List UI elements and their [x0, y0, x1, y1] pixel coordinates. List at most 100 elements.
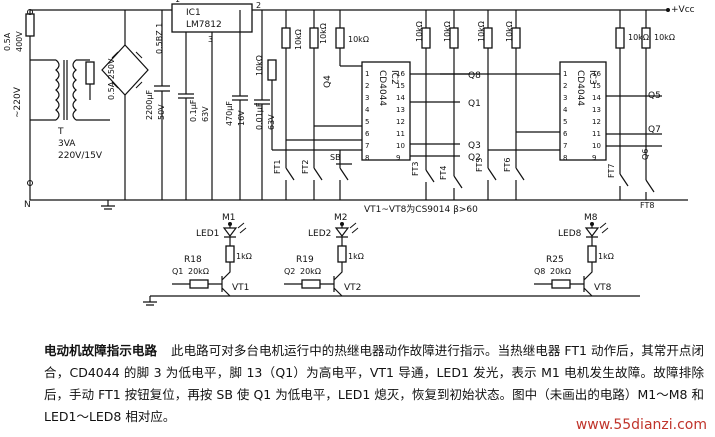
ic3-pins-right-pin: 13 [592, 106, 601, 114]
base-resistor-value: 20kΩ [188, 267, 209, 276]
ic2-pins-right-pin: 14 [396, 94, 405, 102]
transistor-symbol [583, 262, 593, 297]
motor-label: M2 [334, 213, 348, 223]
cap-1-value: 2200μF [145, 90, 154, 120]
ic3-pins-left-pin: 2 [563, 82, 567, 90]
switch-ft2 [313, 126, 323, 200]
fuse-2 [85, 61, 95, 85]
base-resistor-value: 20kΩ [300, 267, 321, 276]
motor-label: M1 [222, 213, 236, 223]
ic2-pins-right-pin: 10 [396, 142, 405, 150]
fuse-1-voltage: 400V [15, 31, 24, 52]
transistor-symbol [221, 262, 231, 297]
transformer-ref: T [57, 127, 64, 137]
fuse-1 [25, 13, 35, 37]
ic3-pins-right-pin: 10 [592, 142, 601, 150]
pullup-r5-value: 10kΩ [415, 21, 424, 42]
regulator-ref: IC1 [186, 8, 201, 18]
pullup-r4-value: 10kΩ [255, 55, 264, 76]
input-label: Q2 [284, 267, 295, 276]
switch-sb [336, 150, 352, 200]
transistor-label: VT1 [232, 283, 249, 293]
pullup-r9 [615, 27, 625, 49]
pullup-r6-value: 10kΩ [443, 21, 452, 42]
ft8-label: FT8 [640, 201, 654, 210]
q6-label: Q6 [641, 149, 650, 160]
regulator-ic1 [171, 3, 253, 33]
pullup-r1-value: 10kΩ [294, 29, 303, 50]
transformer-secondary [72, 59, 77, 121]
transistor-label: VT8 [594, 283, 612, 293]
regulator-pin2: 2 [256, 1, 261, 10]
fuse-2-label: 0.5A 250V [107, 58, 116, 100]
pullup-r4 [267, 59, 277, 81]
cap-1-voltage: 50V [157, 104, 166, 120]
ic3-pins-right-pin: 15 [592, 82, 601, 90]
ic2-pins-right-pin: 9 [396, 154, 400, 162]
neutral-label: N [24, 200, 31, 210]
ic3-cd4044 [559, 61, 607, 161]
base-resistor-value: 20kΩ [550, 267, 571, 276]
ic3-pins-right-pin: 9 [592, 154, 596, 162]
pullup-r9-value: 10kΩ [628, 33, 649, 42]
cap-0.01uf [254, 10, 270, 200]
led-label: LED1 [196, 229, 219, 239]
ft3-label: FT3 [411, 162, 420, 176]
ic2-pins-right-pin: 15 [396, 82, 405, 90]
led-label: LED2 [308, 229, 331, 239]
led-symbol [334, 224, 350, 246]
led-label: LED8 [558, 229, 582, 239]
switch-ft1 [285, 140, 295, 200]
base-resistor-ref: R25 [546, 255, 564, 265]
ic2-pins-right-pin: 16 [396, 70, 405, 78]
pullup-r2 [309, 27, 319, 49]
vcc-label: +Vcc [671, 5, 695, 15]
led-resistor [225, 245, 235, 263]
ic2-ref: IC2 [389, 70, 399, 85]
ic3-pins-left-pin: 5 [563, 118, 567, 126]
base-resistor-ref: R18 [184, 255, 202, 265]
mains-voltage: ~220V [13, 86, 23, 118]
ft7-label: FT7 [607, 164, 616, 178]
ic2-pins-left-pin: 5 [365, 118, 369, 126]
cap-470uf [232, 10, 248, 200]
ic3-pins-right-pin: 16 [592, 70, 601, 78]
led-resistor-value: 1kΩ [598, 252, 614, 261]
sb-label: SB [330, 153, 341, 162]
cap-2-value: 0.1μF [189, 99, 198, 122]
led-symbol [222, 224, 238, 246]
watermark: www.55dianzi.com [575, 417, 707, 433]
input-label: Q1 [172, 267, 183, 276]
pullup-r1 [281, 27, 291, 49]
caption-title: 电动机故障指示电路 [44, 343, 158, 358]
cap-0.1uf [178, 32, 194, 200]
motor-label: M8 [584, 213, 598, 223]
cap-3-value: 470μF [225, 101, 234, 126]
pullup-r2-value: 10kΩ [319, 23, 328, 44]
ic2-pins-left-pin: 8 [365, 154, 369, 162]
base-resistor [551, 279, 571, 289]
switch-ft4 [453, 175, 463, 200]
led-symbol [584, 224, 600, 246]
base-resistor [301, 279, 321, 289]
schematic-diagram: +Vcc 0.5A 400V ~220V N T 3VA 220V/15V 0.… [3, 0, 695, 306]
led-resistor-value: 1kΩ [236, 252, 252, 261]
regulator-part: LM7812 [186, 20, 222, 30]
ic3-pins-right-pin: 11 [592, 130, 601, 138]
switch-ft3 [425, 169, 435, 200]
switch-ft6 [515, 132, 525, 200]
caption-body: 此电路可对多台电机运行中的热继电器动作故障进行指示。当热继电器 FT1 动作后，… [44, 343, 704, 424]
ic3-pins-right-pin: 14 [592, 94, 601, 102]
pullup-r3-value: 10kΩ [348, 35, 369, 44]
led-resistor [337, 245, 347, 263]
transistor-note: VT1~VT8为CS9014 β>60 [364, 203, 478, 215]
transistor-symbol [333, 262, 343, 297]
cap-3-voltage: 16V [237, 110, 246, 126]
transformer-power: 3VA [58, 139, 76, 149]
pullup-r8-value: 10kΩ [505, 21, 514, 42]
ic2-pins-left-pin: 7 [365, 142, 369, 150]
